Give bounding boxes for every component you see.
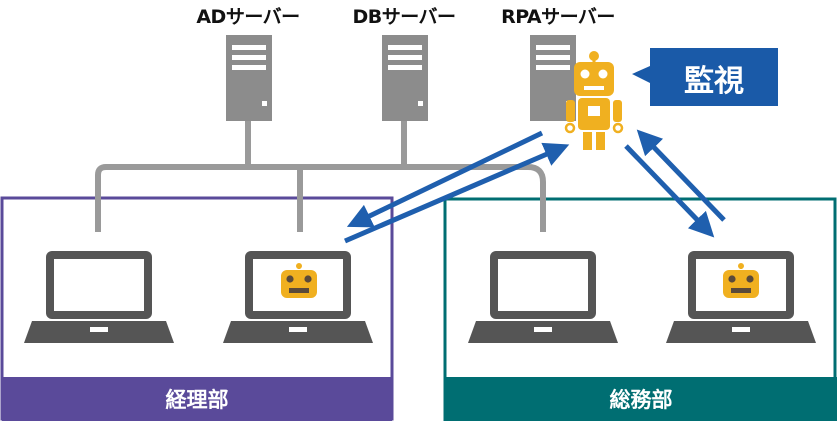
monitor-label: 監視 — [684, 64, 744, 99]
control-arrows — [344, 129, 726, 244]
dept-box-accounting — [0, 196, 394, 421]
laptop-icon — [468, 251, 618, 343]
rpa-robot-icon — [564, 51, 624, 150]
laptop-icon — [24, 251, 174, 343]
dept-box-general-affairs — [443, 197, 837, 421]
monitor-callout — [632, 48, 778, 106]
ad-server-label: ADサーバー — [196, 6, 300, 28]
rpa-server-label: RPAサーバー — [501, 6, 615, 28]
general-affairs-dept-label: 総務部 — [609, 388, 673, 412]
accounting-dept-label: 経理部 — [165, 388, 229, 412]
db-server-icon — [382, 35, 428, 121]
db-server-label: DBサーバー — [352, 6, 456, 28]
ad-server-icon — [226, 35, 272, 121]
network-lines — [95, 121, 546, 232]
